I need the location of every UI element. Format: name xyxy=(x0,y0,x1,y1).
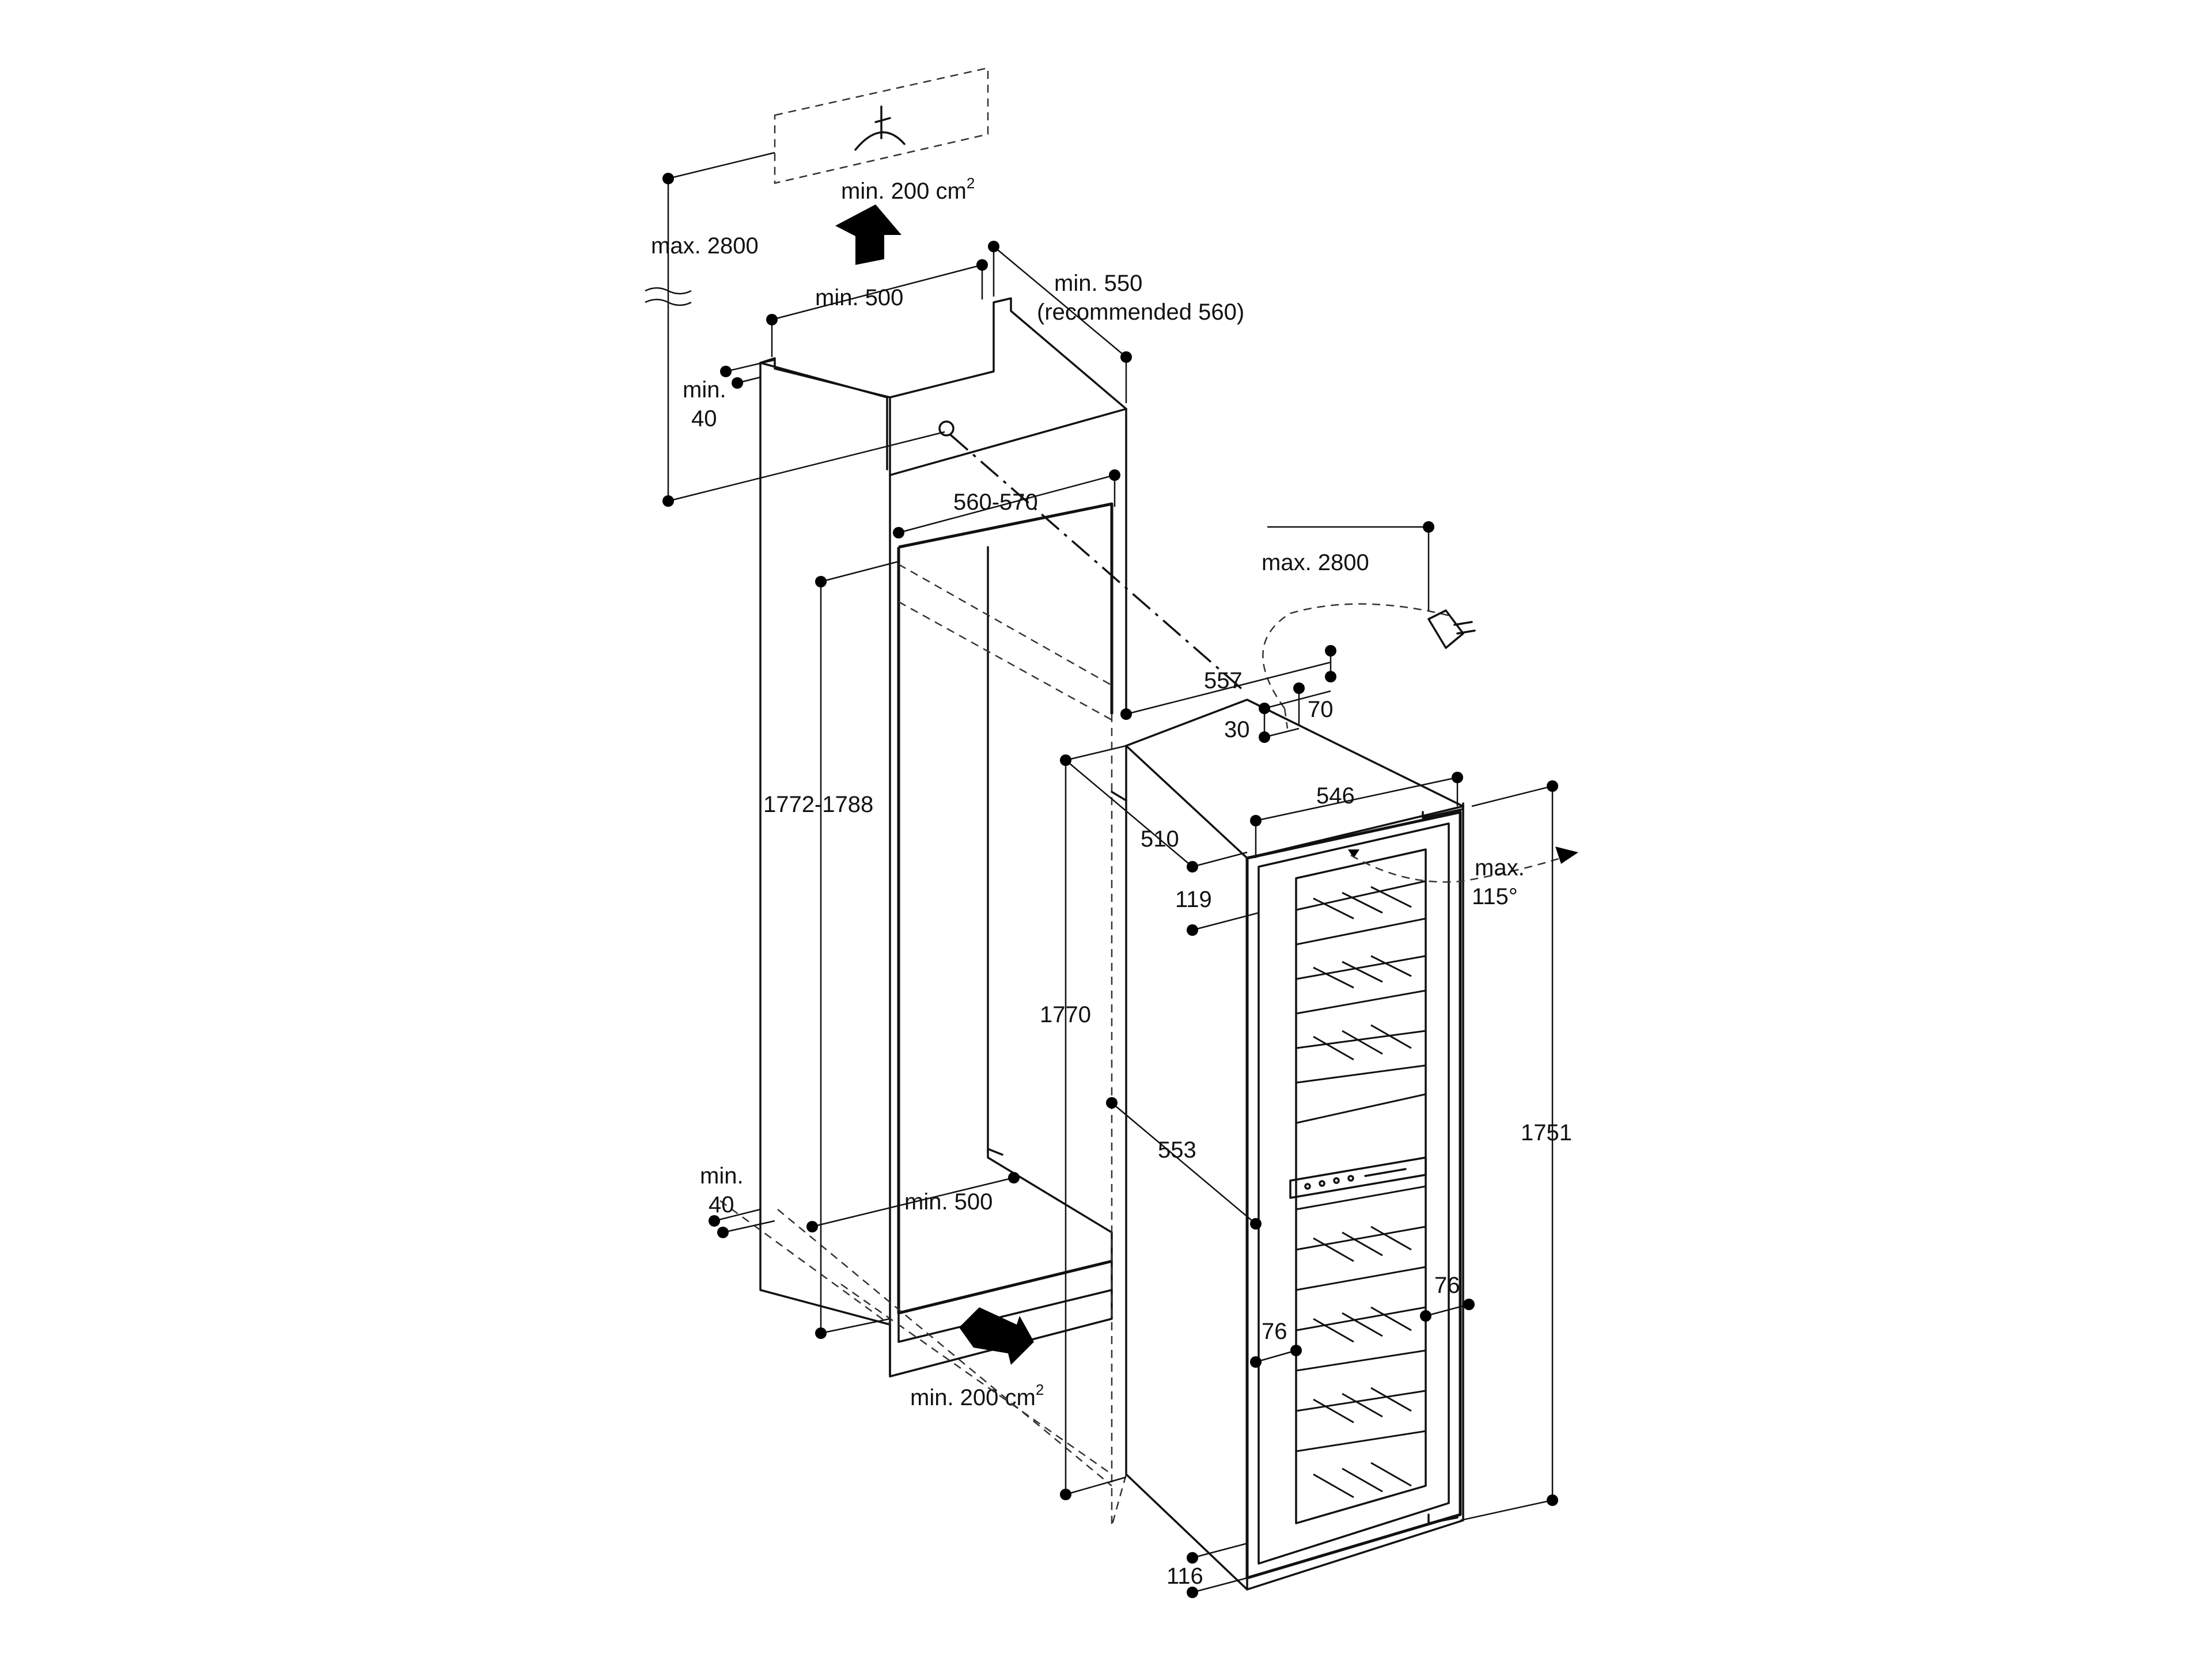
dim-70-label: 70 xyxy=(1308,697,1334,722)
door-angle-label-1: max. xyxy=(1475,855,1525,881)
arrow-icon xyxy=(959,1307,1034,1365)
dimension-markers xyxy=(662,173,1558,1598)
control-panel xyxy=(1289,1156,1427,1199)
cable-length-label: max. 2800 xyxy=(1262,550,1369,575)
niche-width-label: 560-570 xyxy=(953,490,1038,515)
min-width-bottom-label: min. 500 xyxy=(904,1189,993,1215)
dim-30-label: 30 xyxy=(1224,717,1250,742)
dim-119-label: 119 xyxy=(1175,887,1212,912)
min-width-top-label: min. 500 xyxy=(815,285,903,310)
min-side-bottom-label-2: 40 xyxy=(709,1192,734,1217)
door-angle-label-2: 115° xyxy=(1472,884,1518,909)
dim-116-label: 116 xyxy=(1166,1564,1203,1589)
niche-height-label: 1772-1788 xyxy=(763,792,873,817)
dim-76-right-label: 76 xyxy=(1434,1273,1460,1298)
power-plug-icon xyxy=(1427,609,1476,649)
power-cable xyxy=(1262,603,1452,729)
appliance-depth-label: 557 xyxy=(1204,668,1243,693)
min-depth-top-label-1: min. 550 xyxy=(1054,271,1142,296)
wine-shelves xyxy=(1296,880,1426,1498)
min-depth-top-label-2: (recommended 560) xyxy=(1037,299,1244,325)
door-swing-arc xyxy=(1350,854,1570,883)
appliance-width-label: 546 xyxy=(1316,783,1355,809)
min-side-top-label-1: min. xyxy=(683,377,726,403)
vent-bottom-area-label: min. 200 cm2 xyxy=(910,1381,1044,1410)
dim-553-label: 553 xyxy=(1158,1137,1196,1163)
vent-top-area-label: min. 200 cm2 xyxy=(841,174,975,204)
dimension-labels: max. 2800 min. 500 min. 550 (recommended… xyxy=(651,233,1572,1589)
dim-76-left-label: 76 xyxy=(1262,1319,1287,1344)
max-height-top-label: max. 2800 xyxy=(651,233,759,259)
appliance-height-label: 1770 xyxy=(1040,1002,1091,1027)
door-height-label: 1751 xyxy=(1521,1120,1572,1145)
ceiling-vent xyxy=(774,67,989,184)
arrow-up-icon xyxy=(835,204,902,265)
dim-510-label: 510 xyxy=(1141,826,1179,852)
min-side-top-label-2: 40 xyxy=(691,406,717,431)
dimension-lines xyxy=(645,151,1554,1593)
min-side-bottom-label-1: min. xyxy=(700,1163,744,1189)
